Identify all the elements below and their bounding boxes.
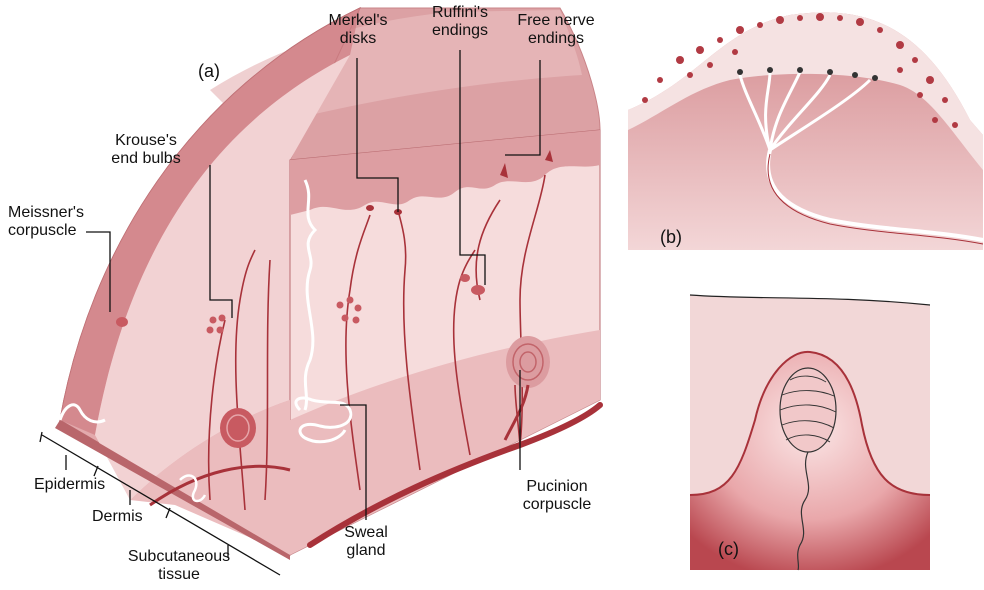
panel-b [628, 12, 983, 250]
panel-a-tag: (a) [198, 62, 220, 80]
panel-c-tag: (c) [718, 540, 739, 558]
label-merkels-line1: Merkel's [318, 12, 398, 30]
label-sweat-gland: Sweal gland [336, 524, 396, 560]
label-free-line2: endings [506, 30, 606, 48]
panel-b-tag: (b) [660, 228, 682, 246]
label-free-line1: Free nerve [506, 12, 606, 30]
label-dermis: Dermis [92, 508, 143, 526]
label-merkels-disks: Merkel's disks [318, 12, 398, 48]
label-merkels-line2: disks [318, 30, 398, 48]
label-krouse-line1: Krouse's [96, 132, 196, 150]
label-sweat-line2: gland [336, 542, 396, 560]
panel-c [690, 295, 930, 570]
label-krouse-line2: end bulbs [96, 150, 196, 168]
label-meissner-line1: Meissner's [8, 204, 84, 222]
label-subcut-line1: Subcutaneous [124, 548, 234, 566]
label-pacinian-line1: Pucinion [512, 478, 602, 496]
label-meissner-corpuscle: Meissner's corpuscle [8, 204, 84, 240]
label-subcut-line2: tissue [124, 566, 234, 584]
label-subcutaneous-tissue: Subcutaneous tissue [124, 548, 234, 584]
label-krouse-end-bulbs: Krouse's end bulbs [96, 132, 196, 168]
label-meissner-line2: corpuscle [8, 222, 84, 240]
label-pacinian-corpuscle: Pucinion corpuscle [512, 478, 602, 514]
label-ruffini-line1: Ruffini's [420, 4, 500, 22]
label-ruffini-line2: endings [420, 22, 500, 40]
pacinian-corpuscle-left [220, 408, 256, 448]
label-pacinian-line2: corpuscle [512, 496, 602, 514]
label-ruffini-endings: Ruffini's endings [420, 4, 500, 40]
label-free-nerve-endings: Free nerve endings [506, 12, 606, 48]
label-epidermis: Epidermis [34, 476, 105, 494]
label-sweat-line1: Sweal [336, 524, 396, 542]
meissner-corpuscle [116, 317, 128, 327]
